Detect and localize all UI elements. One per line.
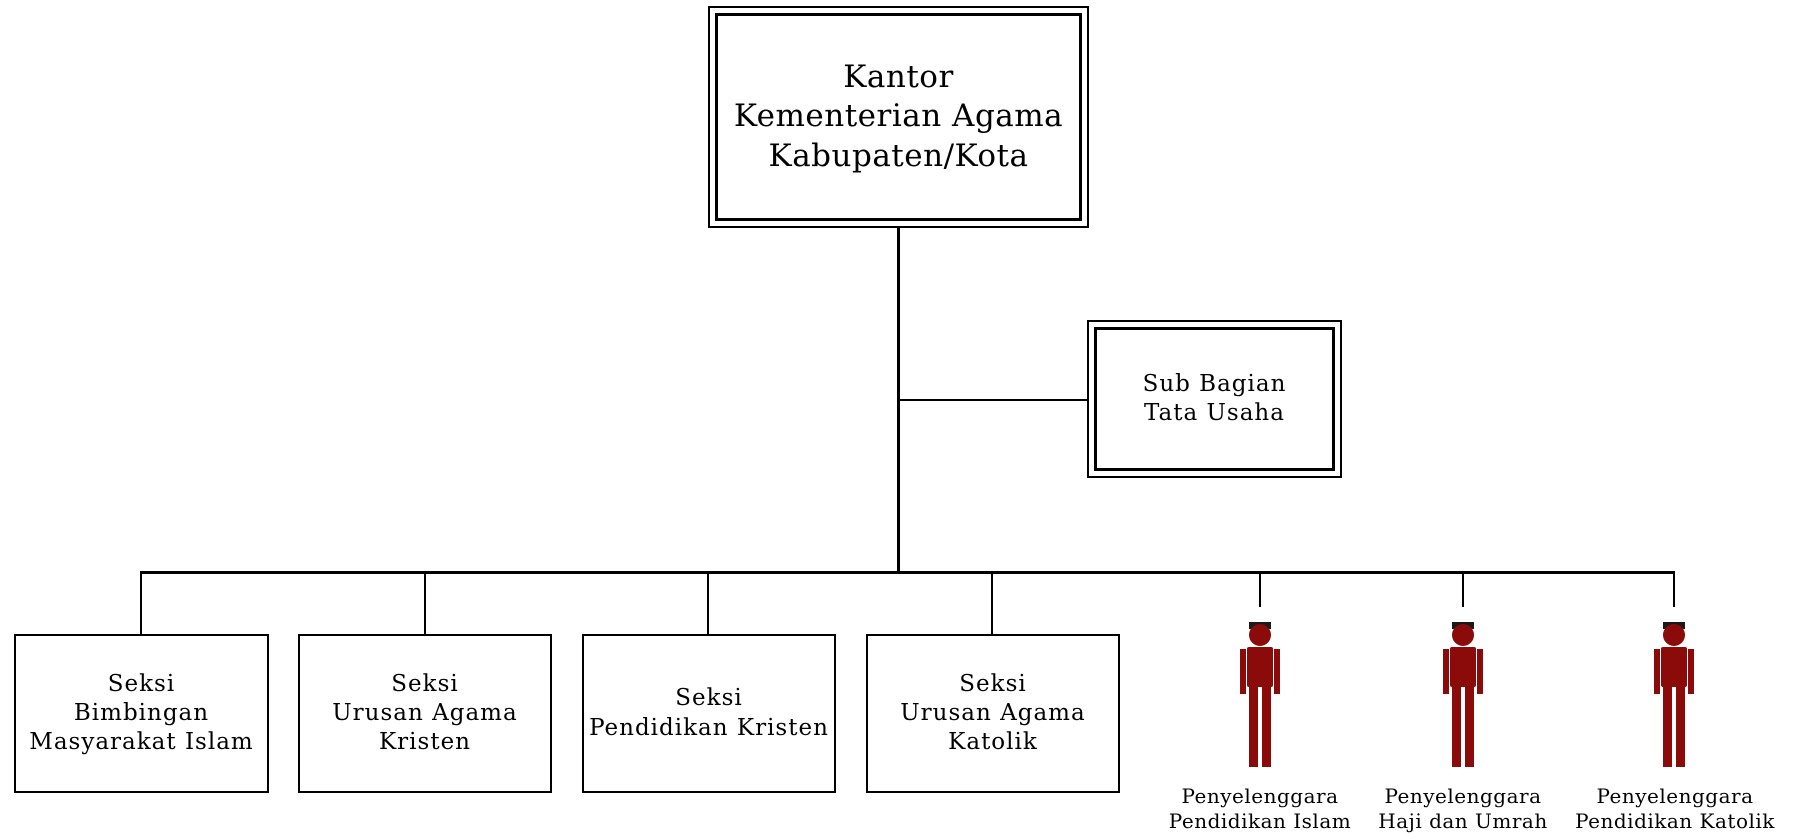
organizer-2-line-2: Haji dan Umrah	[1378, 809, 1548, 833]
organizer-1-line-2: Pendidikan Islam	[1168, 809, 1352, 833]
organizer-label-1: Penyelenggara Pendidikan Islam	[1160, 784, 1360, 834]
section-box-3: Seksi Pendidikan Kristen	[582, 634, 836, 793]
section-box-1: Seksi Bimbingan Masyarakat Islam	[14, 634, 269, 793]
head-office-box: Kantor Kementerian Agama Kabupaten/Kota	[708, 6, 1089, 228]
section-3-line-2: Pendidikan Kristen	[589, 714, 829, 741]
person-icon	[1443, 622, 1483, 767]
head-office-line-1: Kantor	[843, 59, 954, 96]
drop-line-section-4	[991, 572, 993, 634]
staff-office-box: Sub Bagian Tata Usaha	[1087, 320, 1342, 478]
section-1-line-2: Bimbingan	[73, 699, 210, 726]
section-2-line-2: Urusan Agama	[332, 699, 518, 726]
drop-line-section-2	[424, 572, 426, 634]
drop-line-section-3	[707, 572, 709, 634]
drop-line-organizer-3	[1673, 572, 1675, 607]
organizer-label-2: Penyelenggara Haji dan Umrah	[1363, 784, 1563, 834]
staff-connector-line	[898, 399, 1087, 401]
drop-line-organizer-2	[1462, 572, 1464, 607]
staff-office-line-1: Sub Bagian	[1142, 370, 1287, 397]
section-4-line-1: Seksi	[959, 670, 1027, 697]
head-office-line-3: Kabupaten/Kota	[768, 137, 1029, 174]
person-icon	[1654, 622, 1694, 767]
section-4-line-3: Katolik	[948, 729, 1038, 756]
drop-line-section-1	[140, 572, 142, 634]
staff-office-line-2: Tata Usaha	[1144, 400, 1285, 426]
section-box-4: Seksi Urusan Agama Katolik	[866, 634, 1120, 793]
organizer-2-line-1: Penyelenggara	[1384, 784, 1542, 808]
section-2-line-1: Seksi	[391, 670, 459, 697]
organizer-3-line-2: Pendidikan Katolik	[1575, 809, 1775, 833]
organizer-1-line-1: Penyelenggara	[1181, 784, 1339, 808]
section-2-line-3: Kristen	[378, 729, 471, 756]
head-office-line-2: Kementerian Agama	[733, 98, 1064, 135]
section-1-line-3: Masyarakat Islam	[29, 729, 254, 756]
section-4-line-2: Urusan Agama	[900, 699, 1086, 726]
horizontal-bus-line	[140, 571, 1675, 574]
organizer-3-line-1: Penyelenggara	[1596, 784, 1754, 808]
organizer-label-3: Penyelenggara Pendidikan Katolik	[1572, 784, 1778, 834]
section-1-line-1: Seksi	[107, 670, 176, 697]
section-box-2: Seksi Urusan Agama Kristen	[298, 634, 552, 793]
person-icon	[1240, 622, 1280, 767]
drop-line-organizer-1	[1259, 572, 1261, 607]
section-3-line-1: Seksi	[675, 685, 743, 712]
